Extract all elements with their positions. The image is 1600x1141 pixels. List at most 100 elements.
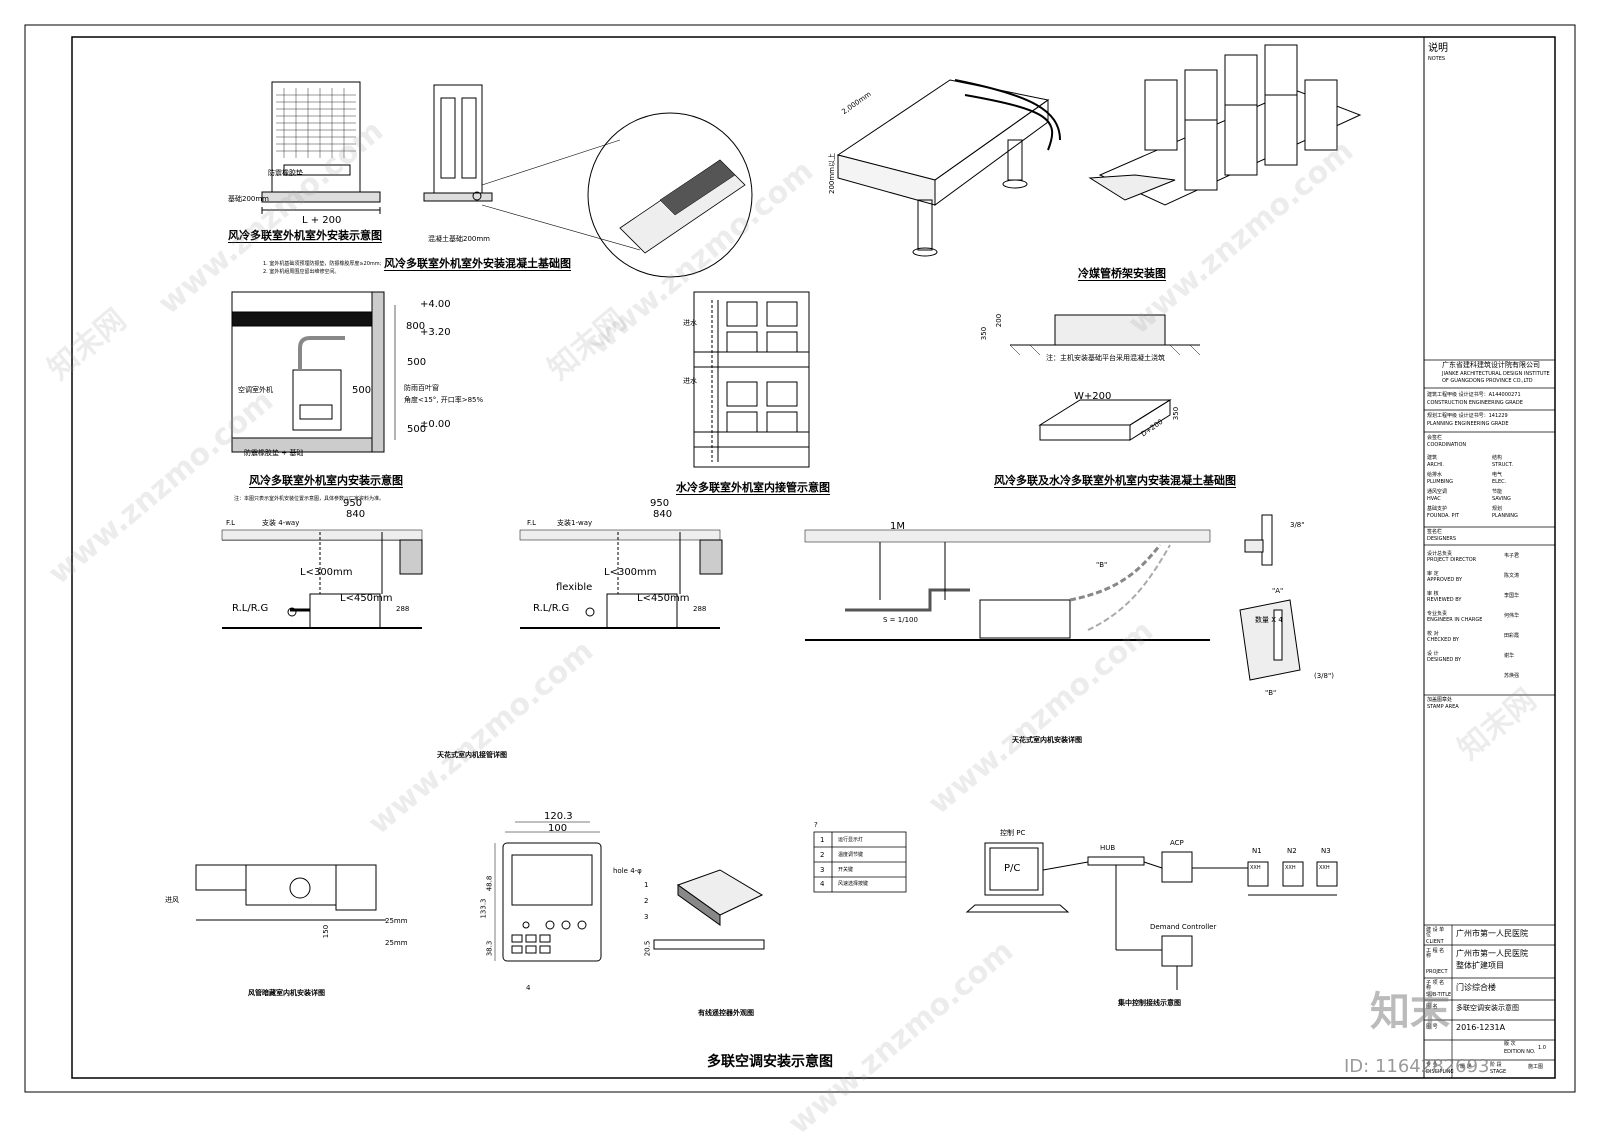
designer-5-role: 校 对	[1427, 631, 1439, 637]
client-name: 广州市第一人民医院	[1456, 929, 1528, 938]
sub-en: SUB-TITLE	[1426, 992, 1452, 998]
label-hole: hole 4-φ	[613, 867, 642, 875]
caption-outdoor-install: 风冷多联室外机室外安装示意图	[228, 229, 382, 243]
dim-288: 288	[396, 605, 410, 613]
callout-3: 3	[644, 913, 649, 921]
indoor-install-section	[231, 291, 396, 453]
brand-logo: 知末	[1370, 989, 1450, 1035]
coord-3d: SAVING	[1492, 496, 1511, 502]
label-n1: N1	[1252, 847, 1262, 855]
callout-1: 1	[644, 881, 649, 889]
dim-38: 3/8"	[1290, 521, 1305, 529]
dim-concrete: 混凝土基础200mm	[428, 235, 490, 243]
coord-4c: 规划	[1492, 506, 1503, 512]
edition-en: EDITION NO.	[1504, 1049, 1536, 1055]
project-1: 广州市第一人民医院	[1456, 949, 1528, 958]
dim-350b: 350	[1172, 406, 1181, 421]
legend-num-1: 1	[820, 836, 825, 844]
legend-q: ?	[814, 821, 818, 829]
label-base-con: 防震橡胶垫 + 基础	[244, 449, 304, 457]
outdoor-unit-front	[261, 81, 381, 214]
label-water-in-2: 进水	[683, 377, 697, 385]
cassette-install	[804, 529, 1211, 641]
coord-2d: ELEC.	[1492, 479, 1507, 485]
label-xxh-3: XXH	[1319, 865, 1330, 871]
label-air-outlet: 空调室外机	[238, 386, 273, 394]
label-inlet: 进风	[165, 896, 179, 904]
label-acp: ACP	[1170, 839, 1184, 847]
label-rl: R.L/R.G	[232, 603, 269, 614]
cert-2: 规划工程甲级 设计证书号：141229	[1427, 413, 1508, 419]
stamp-cn: 加盖图章处	[1427, 697, 1453, 703]
coord-3a: 通风空调	[1427, 489, 1448, 495]
designer-6-name: 谢华	[1504, 653, 1515, 659]
label-hub: HUB	[1100, 844, 1116, 852]
caption-indoor-install: 风冷多联室外机室内安装示意图	[249, 474, 403, 488]
label-angle: 角度<15°, 开口率>85%	[404, 396, 484, 404]
sub-label: 子 项 名 称	[1426, 980, 1445, 991]
designer-4-en: ENGINEER IN CHARGE	[1427, 617, 1483, 623]
caption-cassette-install: 天花式室内机安装详图	[1012, 736, 1082, 744]
label-4way: 支装 4-way	[262, 519, 300, 527]
label-b2: "B"	[1265, 689, 1277, 697]
drawing-name: 多联空调安装示意图	[1456, 1004, 1519, 1012]
dim-25b: 25mm	[385, 939, 408, 947]
client-en: CLIENT	[1426, 939, 1444, 945]
cert-1-en: CONSTRUCTION ENGINEERING GRADE	[1427, 400, 1523, 406]
dim-840b: 840	[653, 509, 673, 520]
label-1way: 支装1-way	[557, 519, 593, 527]
coord-1b: ARCHI.	[1427, 462, 1444, 468]
label-louver: 防雨百叶窗	[404, 384, 439, 392]
dim-l200: L + 200	[302, 215, 342, 226]
dim-950b: 950	[650, 498, 670, 509]
project-en: PROJECT	[1426, 969, 1448, 975]
drawing-number: 2016-1231A	[1456, 1023, 1506, 1032]
label-demand: Demand Controller	[1150, 923, 1217, 931]
label-a: "A"	[1272, 587, 1284, 595]
designer-3-en: REVIEWED BY	[1427, 597, 1462, 603]
label-fl-2: F.L	[527, 519, 537, 527]
caption-concrete-base: 风冷多联室外机室外安装混凝土基础图	[384, 257, 571, 271]
designers-en: DESIGNERS	[1427, 536, 1457, 542]
elev-320: +3.20	[420, 327, 451, 338]
project-label: 工 程 名 称	[1426, 948, 1445, 959]
dim-800: 800	[406, 321, 426, 332]
stage-en: STAGE	[1490, 1069, 1507, 1075]
note-concrete: 注：主机安装基础平台采用混凝土浇筑	[1046, 354, 1165, 362]
label-qty4: 数量 X 4	[1255, 616, 1283, 624]
coord-2c: 电气	[1492, 472, 1503, 478]
designer-6-en: DESIGNED BY	[1427, 657, 1462, 663]
elev-000: ±0.00	[420, 419, 451, 430]
stage-label: 阶 段	[1490, 1062, 1502, 1068]
note-4: 注：本图只表示室外机安装位置示意图，具体参数以厂家资料为准。	[234, 496, 385, 502]
dim-1m: 1M	[890, 521, 905, 532]
coord-3c: 节能	[1492, 489, 1503, 495]
sheet-title: 多联空调安装示意图	[707, 1054, 833, 1070]
dim-w200: W+200	[1074, 391, 1112, 402]
designer-6-role: 设 计	[1427, 651, 1439, 657]
firm-en-1: JIANKE ARCHITECTURAL DESIGN INSTITUTE	[1442, 371, 1550, 377]
client-label: 建 设 单 位	[1426, 927, 1445, 938]
coord-1d: STRUCT.	[1492, 462, 1513, 468]
disc-en: DISCIPLINE	[1426, 1069, 1454, 1075]
cassette-piping-2	[519, 529, 723, 629]
dim-383: 38.3	[485, 940, 494, 957]
designer-7-name: 苏焕强	[1504, 673, 1520, 679]
firm-en-2: OF GUANGDONG PROVINCE CO.,LTD	[1442, 378, 1533, 384]
sub-title: 门诊综合楼	[1456, 983, 1496, 992]
legend-text-4: 风速选择按键	[838, 881, 869, 887]
dim-100: 100	[548, 823, 568, 834]
dim-l300b: L<300mm	[604, 567, 657, 578]
dim-l300: L<300mm	[300, 567, 353, 578]
firm-cn: 广东省建科建筑设计院有限公司	[1442, 361, 1540, 369]
designer-3-name: 李国华	[1504, 593, 1520, 599]
dim-slope: S = 1/100	[883, 616, 918, 624]
coord-3b: HVAC	[1427, 496, 1441, 502]
image-id: ID: 1164282693	[1344, 1056, 1490, 1077]
label-central-pc: 控制 PC	[1000, 829, 1026, 837]
note-2: 2. 室外机组周围应留出维修空间。	[263, 269, 340, 275]
cert-2-en: PLANNING ENGINEERING GRADE	[1427, 421, 1509, 427]
cassette-piping-1	[221, 529, 423, 629]
wired-controller-drawing	[494, 821, 765, 962]
designer-4-role: 专业负责	[1427, 611, 1448, 617]
